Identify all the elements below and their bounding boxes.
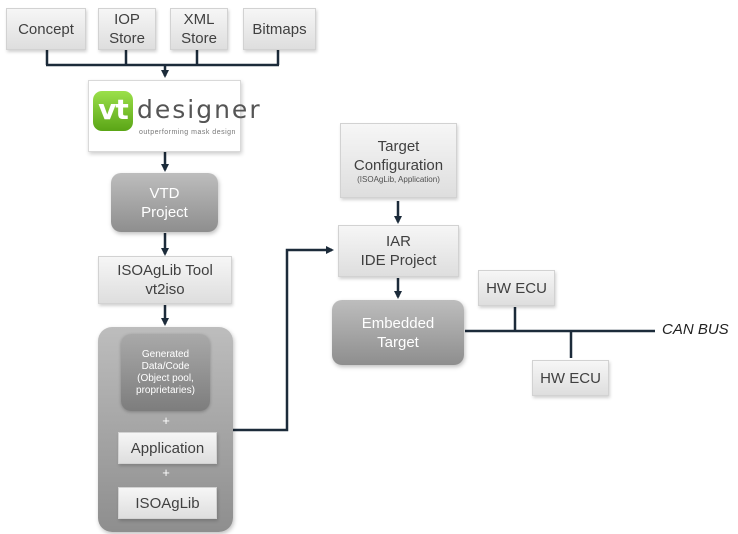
- bitmaps-label: Bitmaps: [252, 20, 307, 38]
- vt-designer-logo: vt designer outperforming mask design: [88, 80, 260, 152]
- application-label: Application: [130, 439, 205, 457]
- iop-store-line1: IOP: [114, 11, 140, 28]
- vtd-project-line2: Project: [141, 203, 188, 221]
- hw-ecu-top-label: HW ECU: [486, 279, 547, 297]
- iar-line1: IAR: [385, 233, 411, 250]
- isoaglib-tool-box: ISOAgLib Tool vt2iso: [98, 256, 232, 304]
- target-config-subtitle: (ISOAgLib, Application): [357, 174, 440, 184]
- generated-line1: Generated: [141, 348, 190, 360]
- concept-box: Concept: [6, 8, 86, 50]
- target-config-line1: Target: [377, 137, 420, 155]
- can-bus-label: CAN BUS: [662, 321, 729, 338]
- embedded-target-box: Embedded Target: [332, 300, 464, 365]
- isoaglib-tool-line2: vt2iso: [145, 281, 185, 298]
- generated-line3: (Object pool,: [137, 372, 194, 384]
- target-config-line2: Configuration: [353, 156, 444, 174]
- generated-line4: proprietaries): [136, 384, 195, 396]
- generated-code-box: Generated Data/Code (Object pool, propri…: [121, 334, 210, 411]
- concept-label: Concept: [18, 20, 74, 38]
- arrow-bundle-to-iar: [233, 246, 334, 432]
- iop-store-box: IOP Store: [98, 8, 156, 50]
- isoaglib-label: ISOAgLib: [135, 494, 200, 512]
- plus-sign-1: +: [162, 413, 170, 428]
- hw-ecu-top-box: HW ECU: [478, 270, 555, 306]
- vt-logo-tagline: outperforming mask design: [139, 129, 236, 136]
- vt-logo-mark: vt: [93, 91, 133, 131]
- vtd-project-box: VTD Project: [111, 173, 218, 232]
- xml-store-line2: Store: [181, 30, 217, 47]
- bitmaps-box: Bitmaps: [243, 8, 316, 50]
- embedded-line2: Target: [377, 333, 419, 351]
- isoaglib-box: ISOAgLib: [118, 487, 217, 519]
- iop-store-line2: Store: [109, 30, 145, 47]
- iar-line2: IDE Project: [360, 252, 437, 269]
- hw-ecu-bottom-label: HW ECU: [540, 369, 601, 387]
- generated-line2: Data/Code: [141, 360, 190, 372]
- xml-store-line1: XML: [183, 11, 215, 28]
- iar-ide-project-box: IAR IDE Project: [338, 225, 459, 277]
- isoaglib-tool-line1: ISOAgLib Tool: [117, 262, 213, 279]
- xml-store-box: XML Store: [170, 8, 228, 50]
- application-box: Application: [118, 432, 217, 464]
- target-configuration-box: Target Configuration (ISOAgLib, Applicat…: [340, 123, 457, 198]
- embedded-line1: Embedded: [361, 314, 435, 332]
- vtd-project-line1: VTD: [149, 184, 180, 202]
- hw-ecu-bottom-box: HW ECU: [532, 360, 609, 396]
- vt-logo-word: designer: [137, 95, 262, 124]
- plus-sign-2: +: [162, 465, 170, 480]
